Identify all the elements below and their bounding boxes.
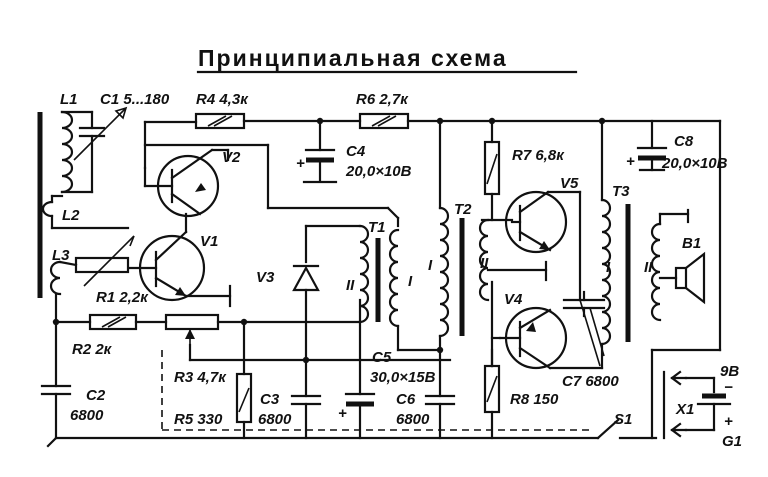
label-X1: X1 — [675, 401, 694, 418]
label-C7: C7 6800 — [562, 373, 619, 390]
coil-L3 — [49, 260, 62, 296]
label-C8: C8 — [674, 133, 694, 150]
label-C5-plus: + — [338, 405, 347, 422]
label-C6-value: 6800 — [396, 411, 430, 428]
label-R1: R1 2,2к — [96, 289, 149, 306]
label-C5: C5 — [372, 349, 392, 366]
label-R6: R6 2,7к — [356, 91, 409, 108]
label-C4: C4 — [346, 143, 366, 160]
transistor-V2 — [143, 148, 220, 218]
transformer-T1 — [358, 224, 400, 328]
label-C1: C1 5...180 — [100, 91, 170, 108]
label-C2-value: 6800 — [70, 407, 104, 424]
label-T3-II: II — [644, 259, 653, 276]
label-T2: T2 — [454, 201, 472, 218]
label-C2: C2 — [86, 387, 106, 404]
resistor-R3 — [164, 313, 220, 345]
label-B1: B1 — [682, 235, 701, 252]
label-C4-plus: + — [296, 155, 305, 172]
transistor-V4 — [498, 306, 568, 370]
resistor-R4 — [194, 112, 246, 130]
capacitor-C6 — [424, 348, 456, 440]
label-T3-I: I — [606, 259, 611, 276]
capacitor-C4 — [302, 119, 338, 184]
junction-dot — [316, 117, 324, 125]
label-C4-value: 20,0×10В — [345, 163, 412, 180]
label-T1: T1 — [368, 219, 386, 236]
junction-dot — [488, 117, 496, 125]
label-L3: L3 — [52, 247, 70, 264]
speaker-B1 — [658, 208, 706, 305]
resistor-R8 — [483, 348, 501, 440]
label-C8-plus: + — [626, 153, 635, 170]
label-battery-minus: − — [724, 379, 733, 396]
label-T1-I: I — [408, 273, 413, 290]
label-C8-value: 20,0×10В — [661, 155, 728, 172]
capacitor-C2 — [40, 320, 72, 440]
label-T1-II: II — [346, 277, 355, 294]
label-T2-I: I — [428, 257, 433, 274]
diagram-title: Принципиальная схема — [198, 45, 508, 71]
capacitor-C8 — [636, 119, 668, 172]
label-G1: G1 — [722, 433, 742, 450]
label-T3: T3 — [612, 183, 630, 200]
label-R2: R2 2к — [72, 341, 113, 358]
label-C3-value: 6800 — [258, 411, 292, 428]
switch-S1 — [596, 418, 620, 440]
coil-L1 — [60, 110, 74, 194]
label-battery-plus: + — [724, 413, 733, 430]
label-R7: R7 6,8к — [512, 147, 565, 164]
connector-X1 — [662, 370, 688, 440]
resistor-R7 — [483, 119, 501, 222]
capacitor-C1 — [60, 106, 128, 194]
resistor-R1 — [74, 235, 135, 287]
label-V3: V3 — [256, 269, 275, 286]
label-S1: S1 — [614, 411, 632, 428]
capacitor-C5 — [344, 320, 376, 440]
label-V5: V5 — [560, 175, 579, 192]
label-R8: R8 150 — [510, 391, 559, 408]
junction-dot — [436, 117, 444, 125]
label-T2-II: II — [480, 255, 489, 272]
label-V4: V4 — [504, 291, 523, 308]
label-R5: R5 330 — [174, 411, 223, 428]
capacitor-C7 — [562, 290, 606, 367]
label-battery-voltage: 9В — [720, 363, 739, 380]
label-L1: L1 — [60, 91, 78, 108]
label-V1: V1 — [200, 233, 218, 250]
label-R3: R3 4,7к — [174, 369, 227, 386]
label-L2: L2 — [62, 207, 80, 224]
label-R4: R4 4,3к — [196, 91, 249, 108]
label-V2: V2 — [222, 149, 241, 166]
transformer-T2 — [438, 119, 490, 338]
label-C6: C6 — [396, 391, 416, 408]
battery-G1 — [684, 376, 732, 432]
transistor-V5 — [504, 190, 568, 254]
resistor-R5 — [235, 320, 253, 440]
junction-dot — [598, 117, 606, 125]
diode-V3 — [292, 224, 320, 362]
label-C5-value: 30,0×15В — [370, 369, 436, 386]
resistor-R2 — [88, 313, 138, 331]
capacitor-C3 — [290, 358, 322, 440]
transformer-T3 — [600, 119, 662, 346]
resistor-R6 — [358, 112, 410, 130]
coil-L2 — [41, 200, 54, 218]
transistor-V1 — [128, 230, 206, 302]
label-C3: C3 — [260, 391, 280, 408]
